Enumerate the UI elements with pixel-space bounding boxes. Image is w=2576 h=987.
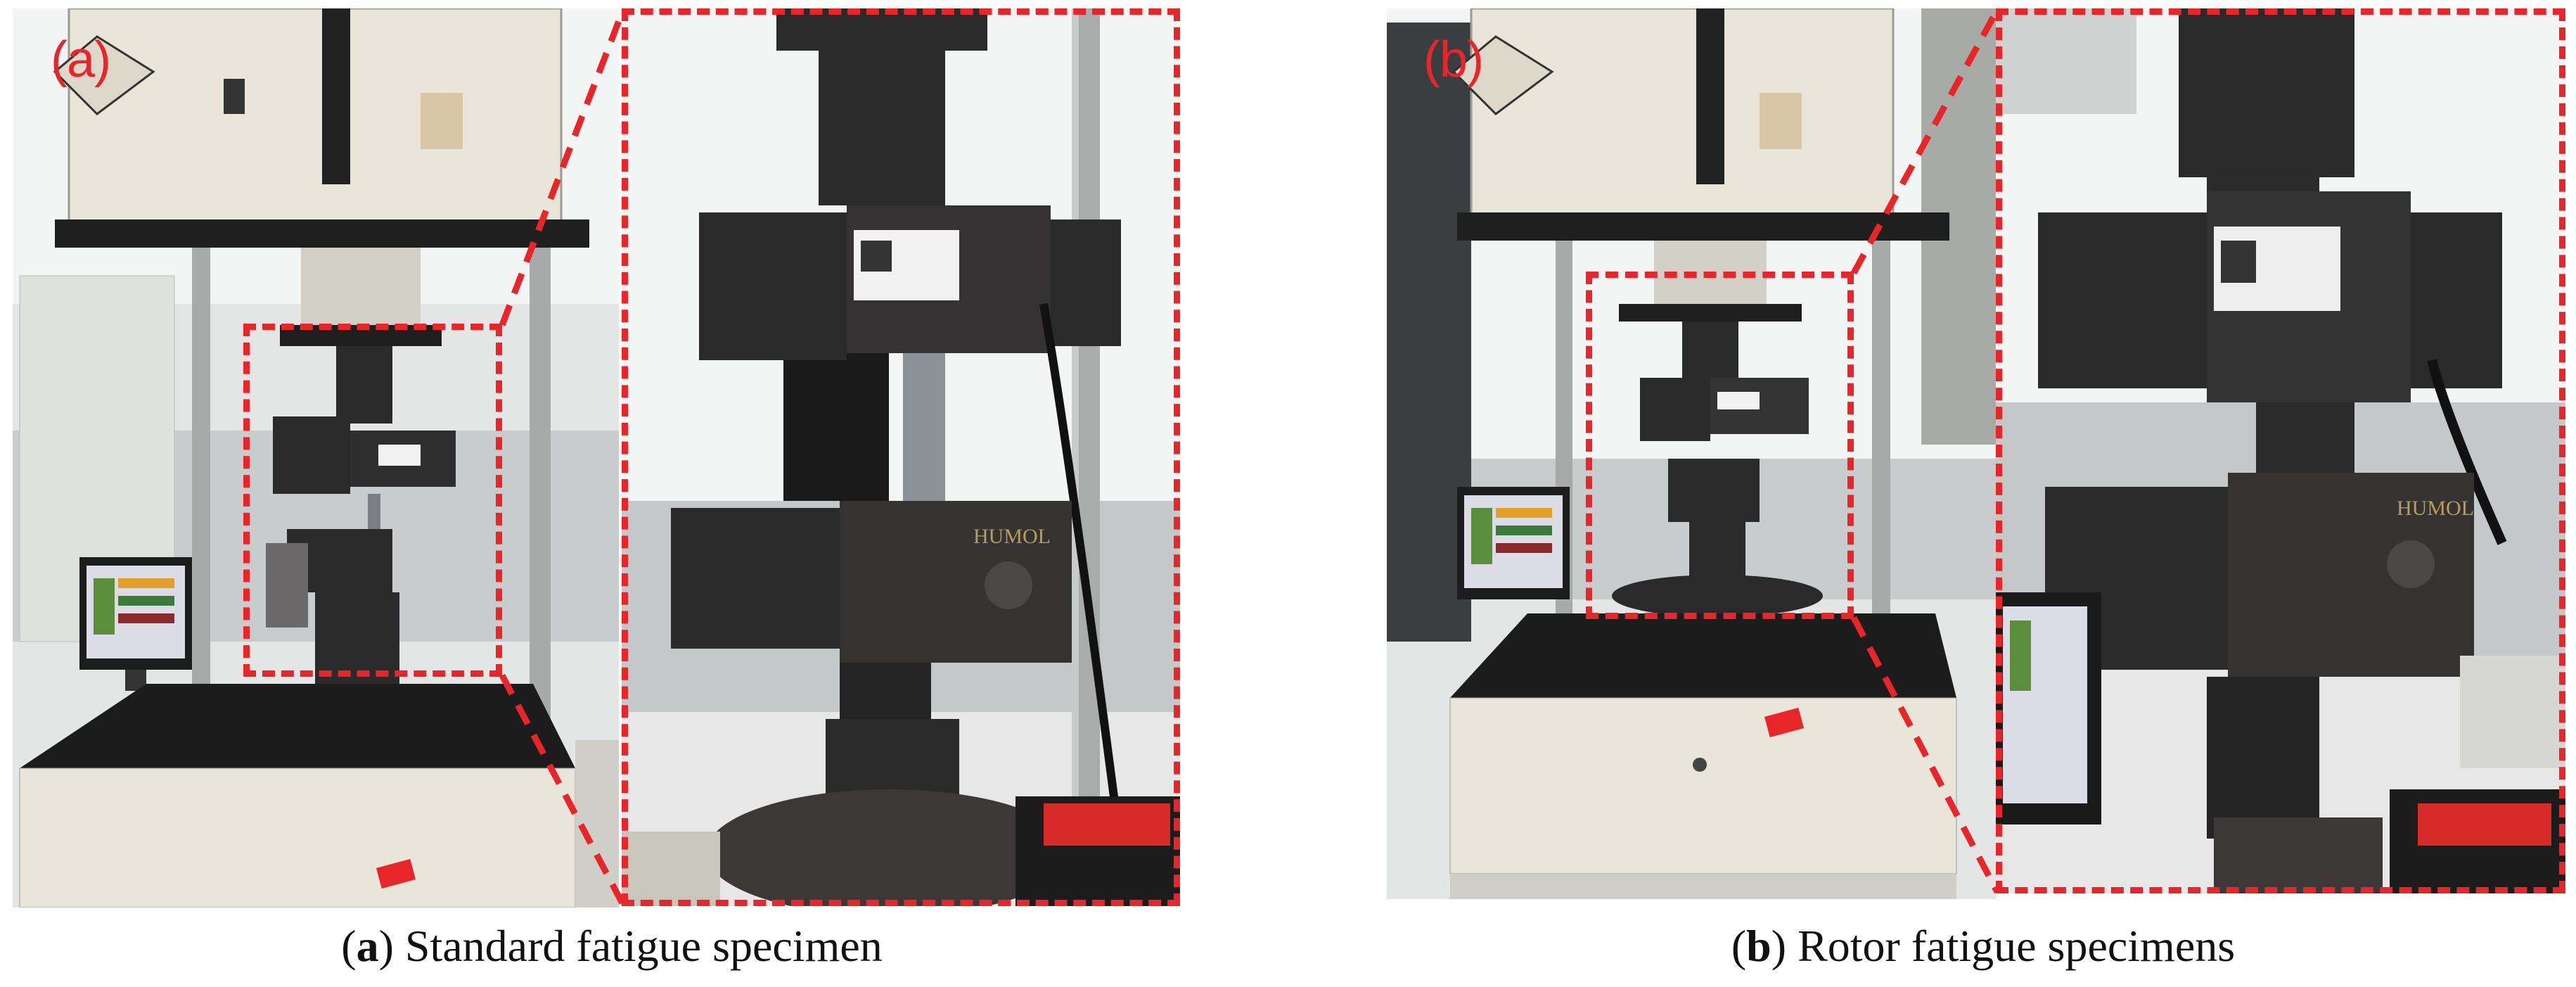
svg-text:HUMOL: HUMOL [973, 525, 1051, 548]
panel-label-a: (a) [51, 32, 111, 88]
photo-b-zoom: HUMOL [1996, 8, 2565, 893]
photo-a-zoom: HUMOL [622, 8, 1180, 906]
highlight-box-a [243, 324, 502, 677]
caption-b: (b) Rotor fatigue specimens [1731, 921, 2236, 971]
caption-a-text: Standard fatigue specimen [404, 921, 883, 971]
caption-a: (a) Standard fatigue specimen [341, 921, 883, 971]
caption-b-letter: b [1746, 921, 1771, 971]
zoom-frame-b [1996, 8, 2565, 893]
panel-label-b: (b) [1423, 32, 1484, 88]
highlight-box-b [1586, 272, 1854, 619]
zoom-frame-a [622, 8, 1180, 906]
caption-a-letter: a [356, 921, 379, 971]
svg-text:HUMOL: HUMOL [2397, 497, 2474, 520]
caption-b-text: Rotor fatigue specimens [1798, 921, 2236, 971]
